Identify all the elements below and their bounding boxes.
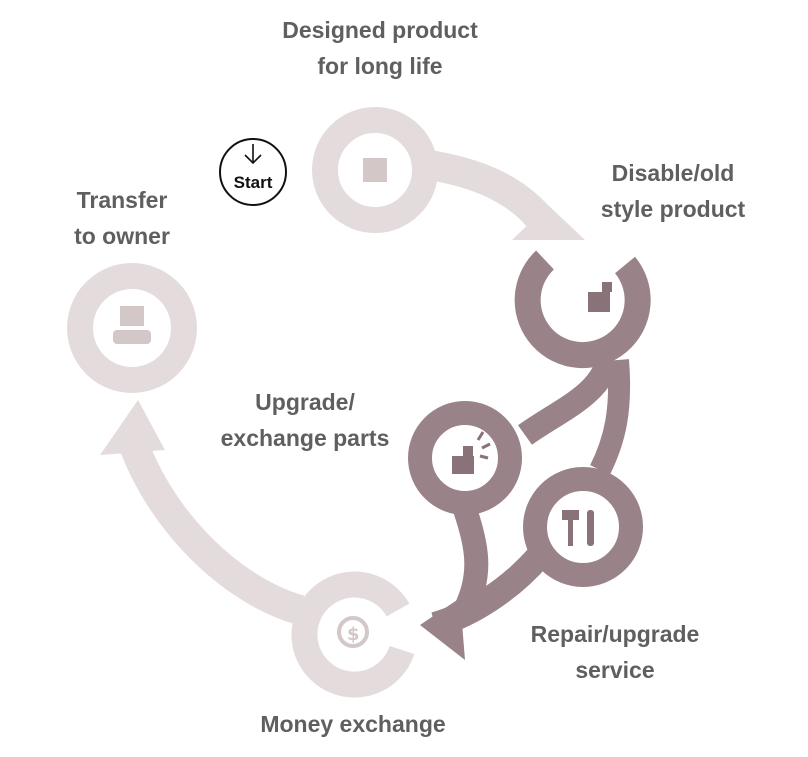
person-icon	[113, 306, 151, 344]
start-marker: Start	[219, 138, 287, 206]
label-line: for long life	[317, 53, 443, 79]
label-transfer-owner: Transfer to owner	[52, 182, 192, 254]
label-line: style product	[600, 196, 746, 222]
start-label: Start	[234, 173, 273, 192]
node-repair	[523, 467, 643, 587]
node-money: $	[291, 571, 415, 698]
dollar-cycle-icon: $	[337, 616, 369, 648]
connector-upgrade-to-money	[450, 496, 489, 616]
svg-text:$: $	[347, 624, 360, 645]
down-arrow-icon	[244, 144, 262, 165]
label-line: Upgrade/	[255, 389, 355, 415]
label-line: Money exchange	[260, 711, 446, 737]
arrowhead-to-disable	[512, 205, 585, 240]
connector-money-to-transfer	[117, 434, 305, 625]
label-line: Transfer	[76, 187, 168, 213]
label-disable-old: Disable/old style product	[578, 155, 768, 227]
label-upgrade-parts: Upgrade/ exchange parts	[200, 384, 410, 456]
label-line: to owner	[74, 223, 170, 249]
connector-designed-to-disable	[427, 150, 557, 235]
label-designed-product: Designed product for long life	[260, 12, 500, 84]
tools-icon	[562, 510, 594, 546]
part-swap-icon	[452, 431, 491, 474]
label-line: Repair/upgrade	[530, 621, 700, 647]
label-repair-service: Repair/upgrade service	[510, 616, 720, 688]
node-transfer	[67, 263, 197, 393]
broken-box-icon	[588, 282, 612, 312]
connector-disable-to-upgrade	[518, 356, 620, 445]
node-disable	[514, 250, 651, 369]
node-upgrade	[408, 401, 522, 515]
node-designed	[312, 107, 438, 233]
connector-disable-to-repair	[590, 359, 631, 475]
arrowhead-to-transfer	[100, 400, 165, 455]
label-money-exchange: Money exchange	[228, 706, 478, 742]
box-icon	[363, 158, 387, 182]
label-line: service	[575, 657, 655, 683]
label-line: exchange parts	[220, 425, 390, 451]
label-line: Designed product	[282, 17, 478, 43]
label-line: Disable/old	[611, 160, 735, 186]
arrowhead-to-money	[420, 598, 465, 660]
